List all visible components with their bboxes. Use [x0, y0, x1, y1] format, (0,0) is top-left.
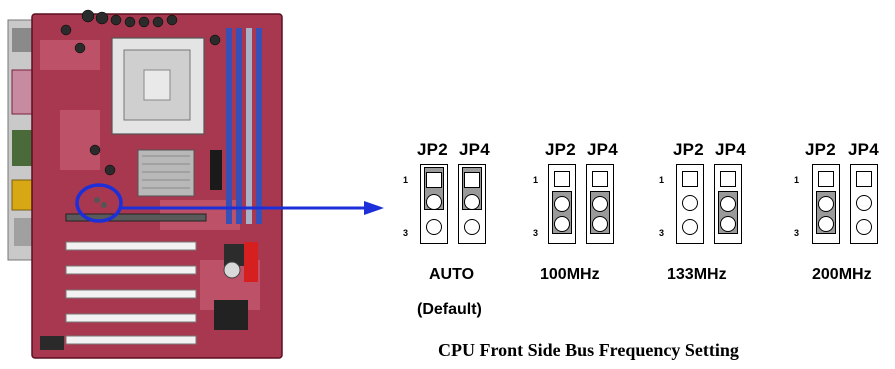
setting-label-auto: AUTO	[429, 266, 475, 283]
jp4-jumper-auto	[458, 164, 486, 244]
pin-2	[719, 196, 736, 212]
jp4-jumper-200mhz	[850, 164, 878, 244]
pin-1-label-133mhz: 1	[659, 175, 665, 185]
jp4-jumper-100mhz	[586, 164, 614, 244]
jp4-header-133mhz: JP4	[715, 140, 746, 159]
pin-2	[553, 196, 570, 212]
pin-2	[682, 195, 698, 211]
jp2-header-auto: JP2	[417, 140, 448, 159]
pin-2	[463, 194, 480, 210]
pin-3	[719, 216, 736, 232]
jp4-header-auto: JP4	[459, 140, 490, 159]
pin-1-label-auto: 1	[403, 175, 409, 185]
pin-2	[856, 195, 872, 211]
setting-label-100mhz: 100MHz	[540, 266, 600, 283]
pin-3	[553, 216, 570, 232]
pin-3-label-200mhz: 3	[794, 228, 800, 238]
pin-1	[818, 171, 834, 187]
jp2-jumper-133mhz	[676, 164, 704, 244]
pin-3	[682, 219, 698, 235]
pin-3	[856, 219, 872, 235]
jumper-cap	[424, 167, 444, 210]
jumper-cap	[816, 191, 836, 234]
pin-1	[720, 171, 736, 187]
setting-label-133mhz: 133MHz	[667, 266, 727, 283]
pin-2	[425, 194, 442, 210]
jp2-jumper-100mhz	[548, 164, 576, 244]
jumper-cap	[590, 191, 610, 234]
pin-1	[463, 172, 480, 188]
pin-2	[591, 196, 608, 212]
jp4-header-100mhz: JP4	[587, 140, 618, 159]
pin-3-label-auto: 3	[403, 228, 409, 238]
jp2-header-200mhz: JP2	[805, 140, 836, 159]
pin-1	[682, 171, 698, 187]
pin-3	[464, 219, 480, 235]
pin-3	[817, 216, 834, 232]
pin-1	[592, 171, 608, 187]
jp4-header-200mhz: JP4	[848, 140, 879, 159]
pin-3	[591, 216, 608, 232]
pin-1	[554, 171, 570, 187]
jp2-jumper-200mhz	[812, 164, 840, 244]
jumper-cap	[462, 167, 482, 210]
pin-1-label-200mhz: 1	[794, 175, 800, 185]
setting-sublabel-default: (Default)	[417, 301, 482, 318]
jp2-jumper-auto	[420, 164, 448, 244]
jp2-header-100mhz: JP2	[545, 140, 576, 159]
pin-1-label-100mhz: 1	[533, 175, 539, 185]
pin-3	[426, 219, 442, 235]
pin-3-label-133mhz: 3	[659, 228, 665, 238]
pin-1	[425, 172, 442, 188]
jumper-cap	[552, 191, 572, 234]
jumper-cap	[718, 191, 738, 234]
jp4-jumper-133mhz	[714, 164, 742, 244]
figure-caption: CPU Front Side Bus Frequency Setting	[438, 340, 739, 360]
pin-1	[856, 171, 872, 187]
pin-3-label-100mhz: 3	[533, 228, 539, 238]
jp2-header-133mhz: JP2	[673, 140, 704, 159]
pin-2	[817, 196, 834, 212]
setting-label-200mhz: 200MHz	[812, 266, 872, 283]
